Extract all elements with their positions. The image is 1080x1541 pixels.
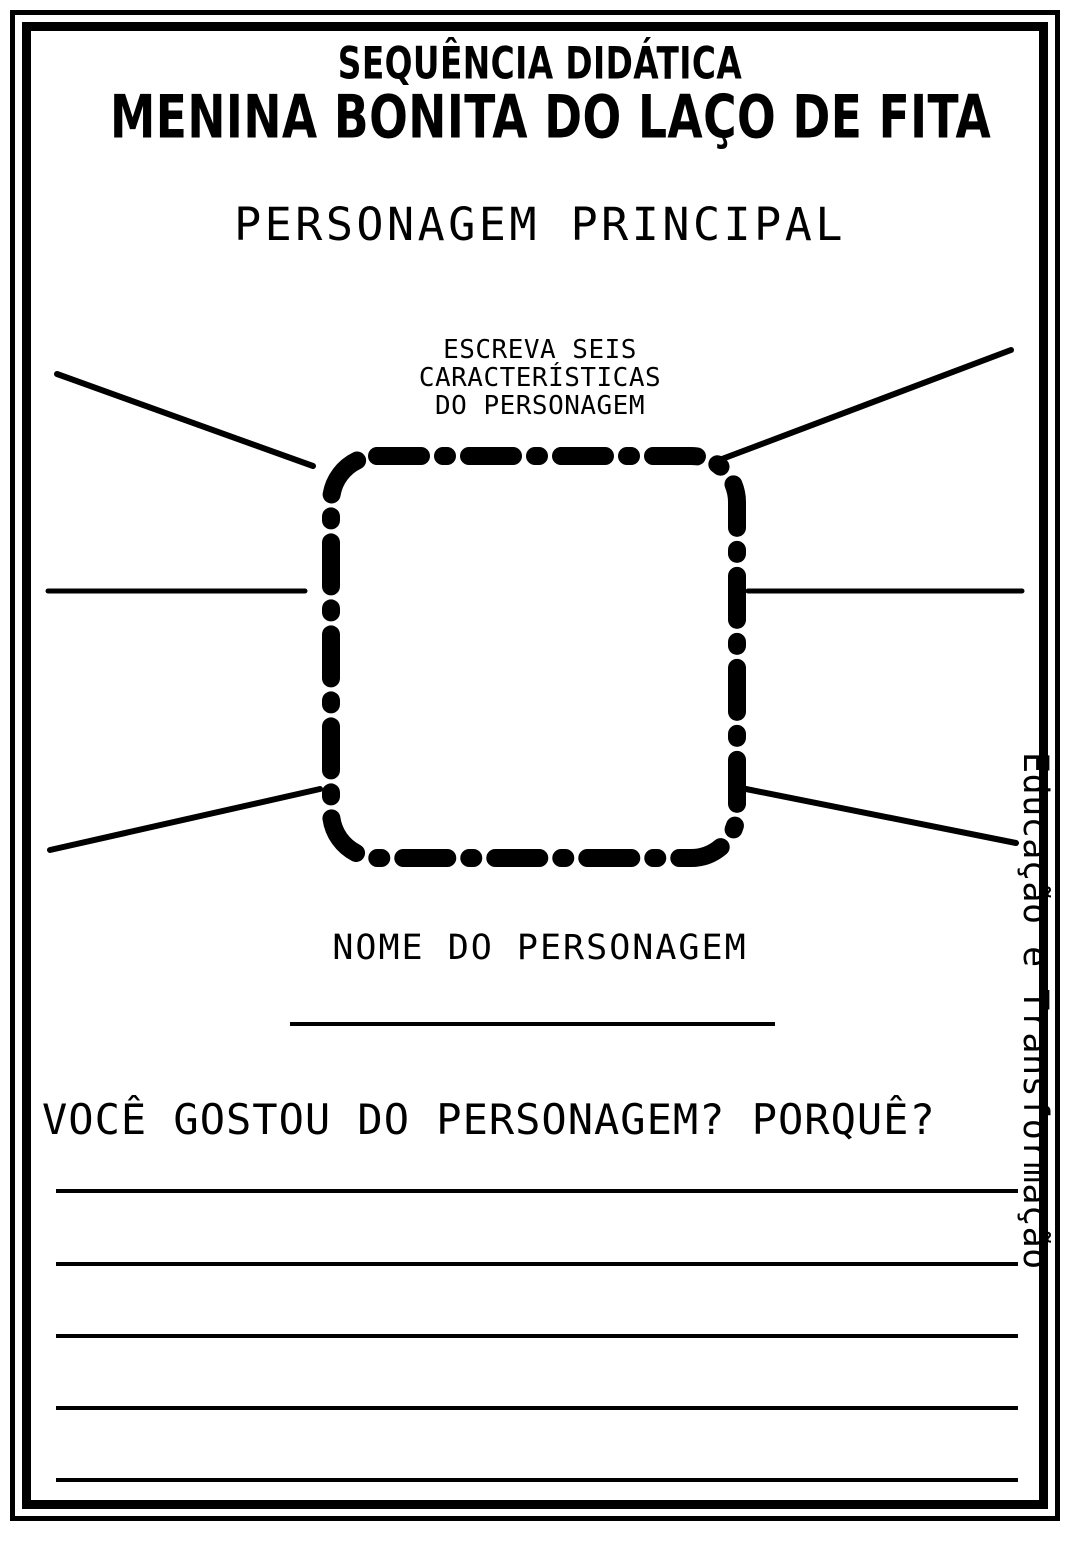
- answer-line-4[interactable]: [56, 1406, 1018, 1410]
- instruction-text: ESCREVA SEIS CARACTERÍSTICAS DO PERSONAG…: [330, 336, 750, 420]
- answer-line-3[interactable]: [56, 1334, 1018, 1338]
- title-line-menina-bonita: MENINA BONITA DO LAÇO DE FITA: [110, 83, 992, 153]
- page-title: SEQUÊNCIA DIDÁTICA MENINA BONITA DO LAÇO…: [40, 38, 1040, 150]
- side-credit: Educação e Transformação: [1012, 752, 1058, 1412]
- instruction-line-1: ESCREVA SEIS: [443, 335, 637, 365]
- question-prompt: VOCÊ GOSTOU DO PERSONAGEM? PORQUÊ?: [42, 1095, 936, 1144]
- answer-line-5[interactable]: [56, 1478, 1018, 1482]
- subtitle-personagem-principal: PERSONAGEM PRINCIPAL: [234, 198, 846, 251]
- page-border-inner: [22, 22, 1048, 1509]
- answer-line-1[interactable]: [56, 1189, 1018, 1193]
- title-line-sequencia: SEQUÊNCIA DIDÁTICA: [337, 38, 743, 90]
- instruction-line-2: CARACTERÍSTICAS: [418, 363, 662, 393]
- page-border-outer: [10, 10, 1060, 1521]
- dash-dot-box-outline: [322, 447, 746, 867]
- character-drawing-box[interactable]: [322, 447, 746, 867]
- name-label: NOME DO PERSONAGEM: [332, 928, 748, 968]
- instruction-line-3: DO PERSONAGEM: [435, 391, 645, 421]
- name-input-line[interactable]: [290, 1022, 775, 1026]
- side-credit-text: Educação e Transformação: [1015, 752, 1055, 1270]
- answer-line-2[interactable]: [56, 1262, 1018, 1266]
